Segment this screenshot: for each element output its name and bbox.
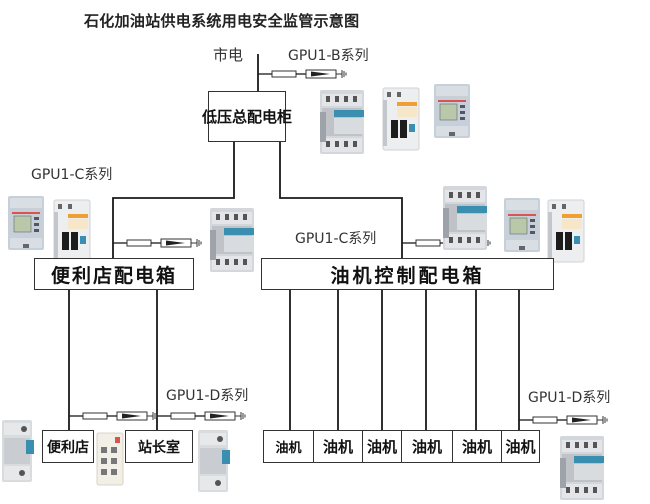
manager-office-box: 站长室: [125, 430, 193, 463]
wire-main-to-dispenser: [279, 141, 403, 261]
power-strip-icon: [96, 432, 124, 486]
surge-protector-single-icon: [198, 430, 230, 492]
surge-protector-single-icon: [2, 420, 34, 482]
energy-meter-icon: [7, 195, 45, 251]
energy-meter-icon: [503, 197, 541, 253]
circuit-breaker-icon: [547, 199, 585, 263]
dispenser-control-box: 油机控制配电箱: [261, 258, 554, 290]
dispenser-box-3: 油机: [362, 430, 402, 463]
surge-protector-icon: [443, 186, 487, 250]
series-d-right-label: GPU1-D系列: [528, 390, 611, 406]
diagram-title: 石化加油站供电系统用电安全监管示意图: [84, 12, 360, 30]
store-distribution-box: 便利店配电箱: [34, 258, 194, 290]
surge-protector-icon: [560, 436, 604, 500]
series-b-label: GPU1-B系列: [288, 48, 369, 64]
circuit-breaker-icon: [53, 199, 91, 263]
mains-label: 市电: [213, 46, 244, 64]
store-load-box: 便利店: [42, 430, 94, 463]
spd-symbol-b: [257, 69, 347, 79]
energy-meter-icon: [433, 83, 471, 139]
series-c-right-label: GPU1-C系列: [295, 231, 377, 247]
spd-symbol-d-store: [68, 411, 158, 421]
series-c-left-label: GPU1-C系列: [31, 167, 113, 183]
spd-symbol-d-office: [156, 411, 246, 421]
spd-symbol-c-left: [112, 238, 202, 248]
surge-protector-icon: [320, 90, 364, 154]
dispenser-box-6: 油机: [501, 430, 540, 463]
wiring: [68, 54, 520, 430]
series-d-left-label: GPU1-D系列: [166, 388, 249, 404]
circuit-breaker-icon: [382, 87, 420, 151]
surge-protector-icon: [210, 208, 254, 272]
dispenser-box-4: 油机: [401, 430, 453, 463]
dispenser-box-2: 油机: [313, 430, 363, 463]
spd-symbol-d-dispenser: [518, 415, 608, 425]
main-distribution-cabinet: 低压总配电柜: [202, 91, 292, 142]
wire-main-to-store: [112, 141, 235, 261]
dispenser-box-5: 油机: [452, 430, 502, 463]
dispenser-box-1: 油机: [263, 430, 314, 463]
